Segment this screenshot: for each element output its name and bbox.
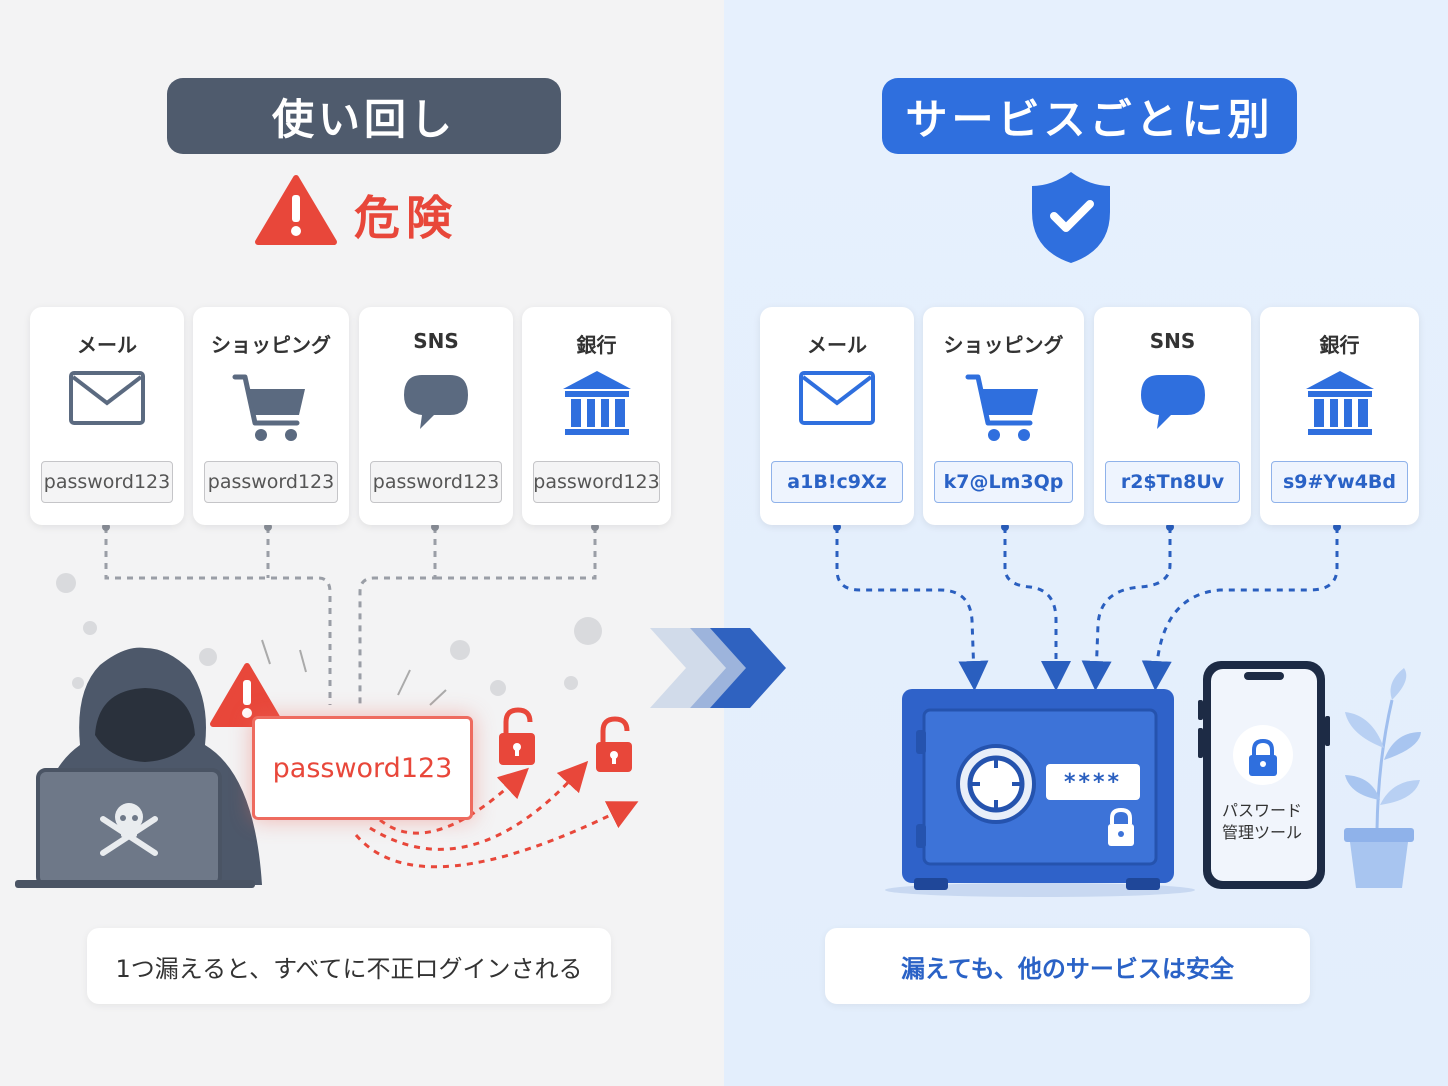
- card-right-mail: メール a1B!c9Xz: [760, 307, 914, 525]
- card-left-sns: SNS password123: [359, 307, 513, 525]
- password-field: a1B!c9Xz: [771, 461, 903, 503]
- left-connectors: [104, 527, 597, 705]
- password-manager-label-line2: 管理ツール: [1221, 823, 1302, 842]
- caption-reuse: 1つ漏えると、すべてに不正ログインされる: [87, 928, 611, 1004]
- password-field: password123: [533, 461, 660, 503]
- chat-icon: [1140, 375, 1205, 429]
- caption-unique: 漏えても、他のサービスは安全: [825, 928, 1310, 1004]
- cart-icon: [965, 374, 1038, 441]
- password-field: k7@Lm3Qp: [934, 461, 1073, 503]
- mail-icon: [799, 371, 875, 425]
- card-title: SNS: [413, 329, 459, 353]
- password-field: s9#Yw4Bd: [1271, 461, 1408, 503]
- header-unique-label: サービスごとに別: [905, 94, 1274, 144]
- leaked-password-text: password123: [272, 752, 453, 784]
- header-reuse: 使い回し: [167, 78, 561, 154]
- chat-icon: [404, 375, 468, 429]
- chevron-arrows-icon: [650, 628, 786, 708]
- card-title: ショッピング: [211, 333, 331, 357]
- password-field: password123: [204, 461, 338, 503]
- card-title: 銀行: [1319, 333, 1360, 357]
- card-title: 銀行: [576, 333, 617, 357]
- password-manager-label: パスワード 管理ツール: [1212, 800, 1312, 844]
- card-left-bank: 銀行 password123: [522, 307, 671, 525]
- phone-icon: [1198, 661, 1330, 889]
- card-right-sns: SNS r2$Tn8Uv: [1094, 307, 1251, 525]
- caption-unique-text: 漏えても、他のサービスは安全: [901, 954, 1234, 983]
- bank-icon: [1305, 371, 1374, 435]
- warning-icon: [255, 175, 337, 245]
- cart-icon: [232, 374, 305, 441]
- header-reuse-label: 使い回し: [271, 94, 456, 144]
- unlocked-icon: [499, 707, 535, 765]
- unlocked-icon: [596, 716, 632, 772]
- card-title: ショッピング: [943, 333, 1064, 357]
- danger-label: 危険: [354, 191, 458, 245]
- leaked-password-box: password123: [252, 716, 473, 820]
- card-right-shopping: ショッピング k7@Lm3Qp: [923, 307, 1084, 525]
- card-title: SNS: [1149, 329, 1196, 353]
- leak-warning-icon: [210, 663, 284, 727]
- safe-password-display: ****: [1063, 769, 1123, 795]
- plant-icon: [1344, 668, 1421, 888]
- password-field: password123: [370, 461, 502, 503]
- mail-icon: [69, 371, 145, 425]
- caption-reuse-text: 1つ漏えると、すべてに不正ログインされる: [115, 954, 583, 983]
- hacker-icon: [15, 647, 263, 888]
- card-left-mail: メール password123: [30, 307, 184, 525]
- card-title: メール: [807, 333, 867, 357]
- card-title: メール: [77, 333, 137, 357]
- card-left-shopping: ショッピング password123: [193, 307, 349, 525]
- bank-icon: [562, 371, 631, 435]
- password-field: r2$Tn8Uv: [1105, 461, 1240, 503]
- password-field: password123: [41, 461, 173, 503]
- password-manager-label-line1: パスワード: [1221, 801, 1302, 820]
- shield-check-icon: [1032, 172, 1110, 263]
- safe-icon: [885, 689, 1195, 897]
- left-panel: [0, 0, 724, 1086]
- header-unique: サービスごとに別: [882, 78, 1297, 154]
- card-right-bank: 銀行 s9#Yw4Bd: [1260, 307, 1419, 525]
